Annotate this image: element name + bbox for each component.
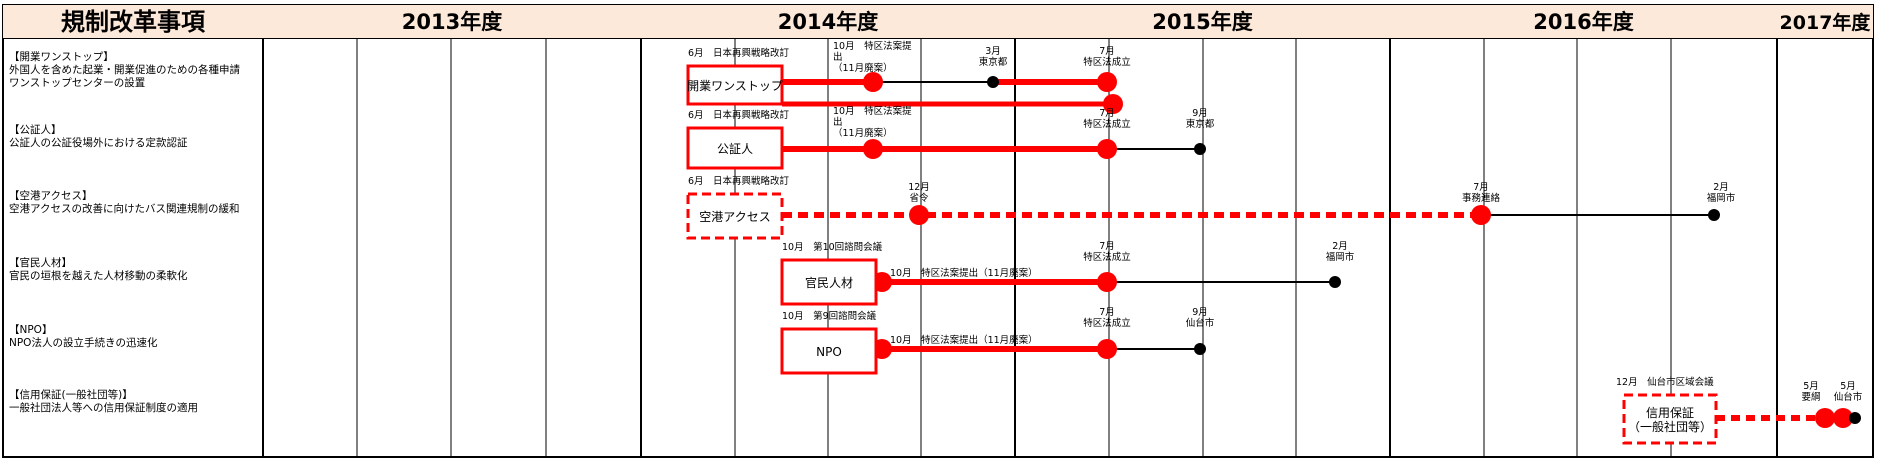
annotation-text: 仙台市: [1186, 317, 1215, 329]
annotation-text: 特区法成立: [1083, 317, 1131, 329]
annotation-text: 要綱: [1801, 391, 1820, 403]
row-labels: 【開業ワンストップ】外国人を含めた起業・開業促進のための各種申請ワンストップセン…: [9, 50, 240, 414]
annotation-text: 10月 特区法案提出（11月廃案）: [890, 334, 1038, 346]
row-label-line: 【公証人】: [9, 123, 62, 136]
milestone-dot-black: [1329, 276, 1341, 288]
annotation-text: 特区法成立: [1083, 251, 1131, 263]
annotation-text: 仙台市: [1834, 391, 1863, 403]
annotation-text: 出: [833, 116, 843, 128]
milestone-box-label: （一般社団等）: [1628, 419, 1712, 434]
annotation-text: 5月: [1803, 381, 1819, 392]
header-year: 2013年度: [402, 10, 502, 34]
annotation-text: 省令: [909, 192, 929, 204]
annotation-text: 7月: [1099, 108, 1115, 119]
annotation-text: 東京都: [979, 56, 1008, 68]
milestone-box-label: 官民人材: [805, 275, 853, 290]
annotation-text: 7月: [1099, 46, 1115, 57]
annotation-text: 12月: [908, 182, 930, 193]
milestone-dot-red: [1097, 72, 1117, 92]
timeline-grid: [2, 4, 1874, 458]
annotation-text: 10月 特区法案提: [833, 105, 912, 117]
annotation-text: 福岡市: [1326, 251, 1355, 263]
milestone-caption: 6月 日本再興戦略改訂: [688, 109, 790, 121]
row-label-line: 【空港アクセス】: [9, 189, 92, 202]
milestone-dot-red: [1833, 408, 1853, 428]
milestone-dot-red: [1103, 94, 1123, 114]
milestone-box-label: 信用保証: [1646, 406, 1694, 420]
header-year: 2015年度: [1152, 10, 1252, 34]
milestone-caption: 10月 第10回諮問会議: [782, 241, 883, 253]
annotation-text: 2月: [1332, 241, 1348, 252]
milestone-dot-red: [1097, 272, 1117, 292]
row-label-line: ワンストップセンターの設置: [9, 76, 145, 89]
row-label-line: NPO法人の設立手続きの迅速化: [9, 336, 158, 349]
milestone-dot-red: [863, 139, 883, 159]
annotation-text: 9月: [1192, 307, 1208, 318]
row-label-line: 一般社団法人等への信用保証制度の適用: [9, 401, 198, 414]
milestone-dot-black: [1194, 343, 1206, 355]
milestone-box: [686, 192, 784, 240]
row-label-line: 【官民人材】: [9, 256, 72, 269]
milestone-caption: 6月 日本再興戦略改訂: [688, 47, 790, 59]
header-year: 2017年度: [1780, 11, 1872, 34]
row-label-line: 公証人の公証役場外における定款認証: [9, 136, 188, 149]
annotation-text: 7月: [1099, 307, 1115, 318]
annotation-text: 出: [833, 51, 843, 63]
annotation-text: 特区法成立: [1083, 118, 1131, 130]
milestone-dot-red: [863, 72, 883, 92]
milestone-box-label: NPO: [816, 345, 842, 359]
annotation-text: 9月: [1192, 108, 1208, 119]
milestone-box-label: 開業ワンストップ: [687, 79, 783, 93]
milestone-box: [780, 258, 878, 306]
annotation-text: 7月: [1473, 182, 1489, 193]
row-label-line: 官民の垣根を越えた人材移動の柔軟化: [9, 269, 188, 282]
row-label-line: 【信用保証(一般社団等)】: [9, 388, 133, 401]
milestone-box: [780, 327, 878, 375]
header-title: 規制改革事項: [61, 8, 206, 36]
annotation-text: 福岡市: [1707, 192, 1736, 204]
milestone-dot-black: [987, 76, 999, 88]
annotation-text: 10月 特区法案提出（11月廃案）: [890, 267, 1038, 279]
annotation-text: 事務連絡: [1462, 192, 1501, 204]
milestone-dot-black: [1849, 412, 1861, 424]
milestone-caption: 10月 第9回諮問会議: [782, 310, 877, 322]
milestone-box: [686, 126, 784, 170]
milestone-dot-red: [909, 205, 929, 225]
annotation-text: （11月廃案）: [833, 127, 893, 139]
header-year: 2016年度: [1533, 10, 1633, 34]
annotation-text: 5月: [1840, 381, 1856, 392]
annotation-text: （11月廃案）: [833, 62, 893, 74]
annotation-text: 3月: [985, 46, 1001, 57]
header-row: 規制改革事項 2013年度 2014年度 2015年度 2016年度 2017年度: [3, 5, 1873, 38]
milestone-box-label: 公証人: [717, 142, 753, 156]
header-background: [3, 5, 1873, 38]
milestone-dot-red: [1471, 205, 1491, 225]
milestone-box: [686, 64, 784, 106]
milestone-caption: 6月 日本再興戦略改訂: [688, 175, 790, 187]
row-label-line: 【開業ワンストップ】: [9, 50, 114, 63]
milestone-caption: 12月 仙台市区域会議: [1616, 376, 1714, 388]
row-label-line: 【NPO】: [9, 324, 52, 336]
milestone-dot-black: [1194, 143, 1206, 155]
annotation-text: 7月: [1099, 241, 1115, 252]
milestone-box-label: 空港アクセス: [699, 210, 770, 224]
annotation-text: 2月: [1713, 182, 1729, 193]
outer-frame: [2, 4, 1874, 458]
row-label-line: 外国人を含めた起業・開業促進のための各種申請: [9, 63, 240, 76]
milestone-dot-red: [1097, 139, 1117, 159]
milestone-dot-red: [1097, 339, 1117, 359]
header-year: 2014年度: [778, 10, 878, 34]
milestone-dot-red: [1815, 408, 1835, 428]
timeline-marks: [782, 72, 1861, 428]
annotation-text: 東京都: [1186, 118, 1215, 130]
annotation-text: 10月 特区法案提: [833, 40, 912, 52]
milestone-dot-black: [1708, 209, 1720, 221]
annotation-text: 特区法成立: [1083, 56, 1131, 68]
milestone-box: [1622, 393, 1718, 445]
row-label-line: 空港アクセスの改善に向けたバス関連規制の緩和: [9, 202, 239, 215]
